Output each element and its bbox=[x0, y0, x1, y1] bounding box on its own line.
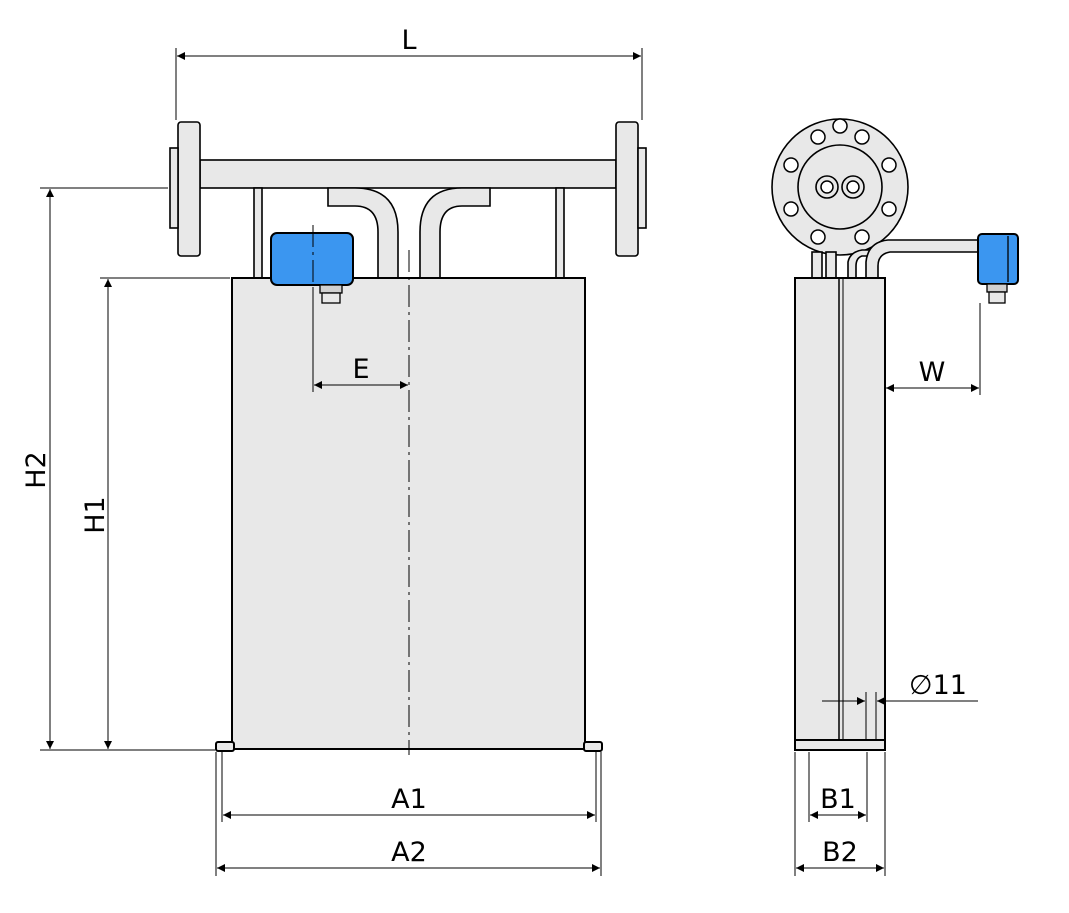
left-flange-face bbox=[169, 147, 179, 229]
tube-port-left-bore bbox=[820, 180, 834, 194]
left-flange bbox=[177, 121, 201, 257]
side-junction-box bbox=[977, 233, 1019, 285]
bolt-hole bbox=[832, 118, 848, 134]
support-rod-left bbox=[253, 187, 263, 279]
flange-bolt-holes bbox=[783, 118, 897, 245]
dim-E-label: E bbox=[352, 354, 369, 385]
bolt-hole bbox=[854, 229, 870, 245]
bolt-hole bbox=[783, 157, 799, 173]
side-dimensions: W ∅11 B1 B2 bbox=[794, 303, 981, 876]
right-flange bbox=[615, 121, 639, 257]
dim-L-label: L bbox=[401, 25, 416, 56]
bolt-hole bbox=[810, 129, 826, 145]
side-cable-gland bbox=[988, 291, 1006, 304]
dim-A2-label: A2 bbox=[391, 837, 427, 868]
foot-left bbox=[215, 741, 235, 752]
front-view bbox=[169, 121, 647, 755]
bolt-hole bbox=[881, 201, 897, 217]
front-dimensions: L H2 H1 E A1 A2 bbox=[21, 25, 643, 876]
side-tube-a bbox=[811, 251, 823, 279]
side-tube-b bbox=[825, 251, 837, 279]
dim-W-label: W bbox=[919, 357, 946, 388]
bent-tube-right bbox=[419, 187, 491, 279]
bolt-hole bbox=[854, 129, 870, 145]
side-cable-gland-base bbox=[986, 283, 1008, 293]
front-main-pipe bbox=[199, 159, 617, 189]
dim-H1-label: H1 bbox=[80, 496, 111, 533]
support-rod-right bbox=[555, 187, 565, 279]
bolt-hole bbox=[783, 201, 799, 217]
right-flange-face bbox=[637, 147, 647, 229]
side-base-plate bbox=[794, 739, 886, 751]
dim-H2-label: H2 bbox=[21, 451, 52, 488]
foot-right bbox=[583, 741, 603, 752]
junction-box bbox=[270, 232, 354, 286]
bolt-hole bbox=[810, 229, 826, 245]
dim-A1-label: A1 bbox=[391, 784, 427, 815]
bolt-hole bbox=[881, 157, 897, 173]
dim-hole-label: ∅11 bbox=[909, 670, 967, 701]
cable-gland-base bbox=[319, 284, 343, 294]
cable-gland bbox=[321, 292, 341, 304]
side-flange-inner bbox=[797, 144, 883, 230]
side-housing bbox=[794, 277, 886, 750]
dim-B2-label: B2 bbox=[822, 837, 858, 868]
dim-B1-label: B1 bbox=[820, 784, 856, 815]
side-view bbox=[771, 118, 1019, 751]
side-conduit bbox=[865, 239, 981, 279]
tube-port-right-bore bbox=[846, 180, 860, 194]
